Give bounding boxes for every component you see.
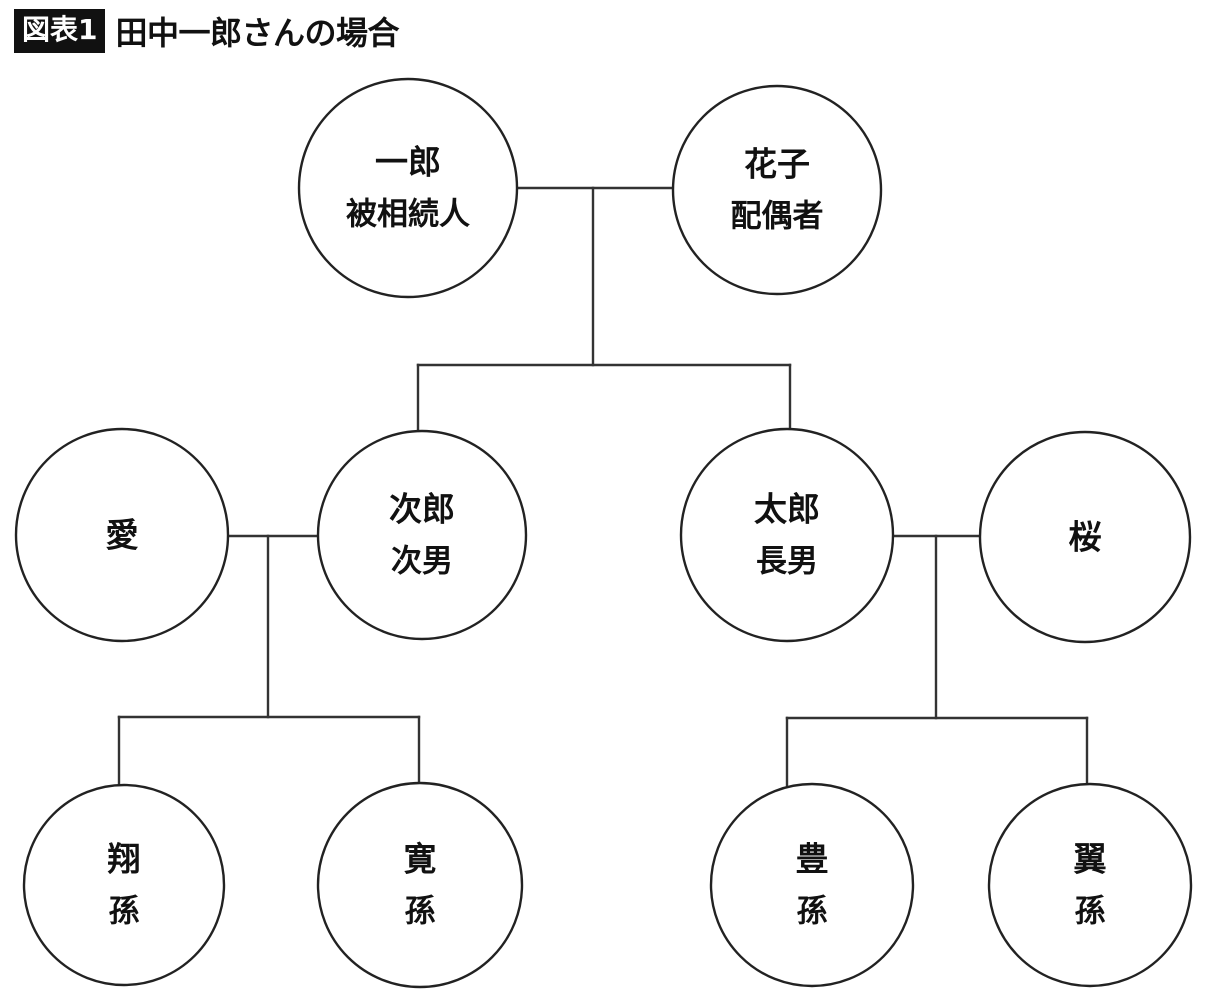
person-name-hanako: 花子 — [744, 145, 810, 184]
figure-number-badge: 図表1 — [14, 9, 106, 53]
person-name-ichiro: 一郎 — [375, 143, 441, 182]
person-name-ai: 愛 — [106, 516, 139, 555]
person-circle-sho[interactable] — [22, 783, 226, 987]
person-circle-tsubasa[interactable] — [987, 782, 1193, 988]
person-node-yutaka[interactable]: 豊孫 — [709, 782, 915, 988]
person-name-hiroshi: 寛 — [404, 840, 437, 879]
person-name-taro: 太郎 — [754, 490, 820, 529]
person-circle-sakura[interactable] — [978, 430, 1192, 644]
person-role-taro: 長男 — [756, 544, 818, 580]
person-role-jiro: 次男 — [391, 544, 453, 580]
person-node-sho[interactable]: 翔孫 — [22, 783, 226, 987]
person-role-sho: 孫 — [109, 894, 140, 930]
person-name-sakura: 桜 — [1069, 518, 1102, 557]
person-role-hanako: 配偶者 — [731, 199, 824, 235]
person-name-sho: 翔 — [108, 840, 141, 879]
person-name-jiro: 次郎 — [389, 490, 455, 529]
person-node-tsubasa[interactable]: 翼孫 — [987, 782, 1193, 988]
figure-title-row: 図表1 田中一郎さんの場合 — [14, 8, 399, 54]
connector-lines-group — [117, 186, 1089, 789]
person-role-hiroshi: 孫 — [405, 894, 436, 930]
person-circle-jiro[interactable] — [316, 429, 528, 641]
person-role-ichiro: 被相続人 — [346, 197, 470, 233]
person-circle-yutaka[interactable] — [709, 782, 915, 988]
person-circle-ai[interactable] — [14, 427, 230, 643]
person-name-yutaka: 豊 — [796, 840, 829, 879]
person-name-tsubasa: 翼 — [1074, 840, 1107, 879]
person-circle-ichiro[interactable] — [297, 77, 519, 299]
person-node-ai[interactable]: 愛 — [14, 427, 230, 643]
person-circle-hiroshi[interactable] — [316, 781, 524, 989]
page-title: 田中一郎さんの場合 — [115, 14, 399, 52]
person-role-tsubasa: 孫 — [1075, 894, 1106, 930]
person-node-sakura[interactable]: 桜 — [978, 430, 1192, 644]
person-circle-hanako[interactable] — [671, 84, 883, 296]
person-circle-taro[interactable] — [679, 427, 895, 643]
person-role-yutaka: 孫 — [797, 894, 828, 930]
person-node-hiroshi[interactable]: 寛孫 — [316, 781, 524, 989]
